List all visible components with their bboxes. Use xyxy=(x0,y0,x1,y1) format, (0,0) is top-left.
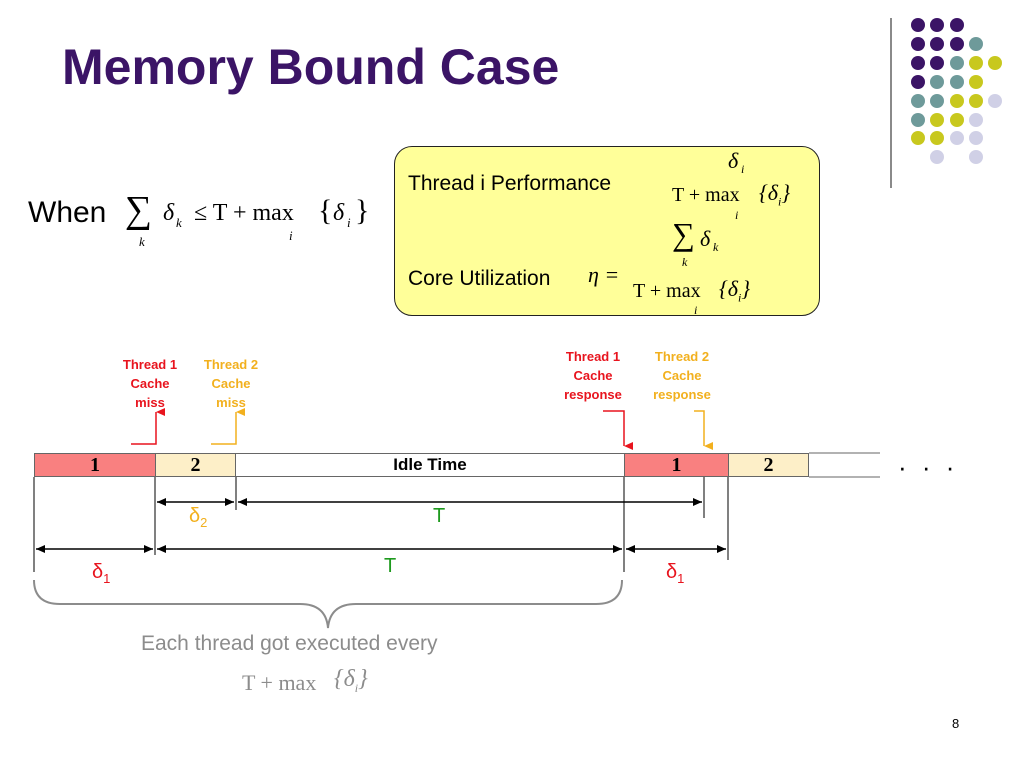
decor-dot xyxy=(930,37,944,51)
max-index: i xyxy=(289,228,293,243)
thread1-miss-arrow xyxy=(131,408,165,445)
decor-dot xyxy=(930,131,944,145)
period-formula-brace-term: {δi} xyxy=(334,666,368,695)
decor-dot xyxy=(930,150,944,164)
thread-performance-brace-term: {δi} xyxy=(759,180,791,209)
left-brace: { xyxy=(318,194,333,227)
delta-i-sub: i xyxy=(347,215,351,230)
page-number: 8 xyxy=(952,716,960,731)
decor-dot xyxy=(950,94,964,108)
thread-performance-numerator: δ xyxy=(728,148,739,173)
delta2-label: δ2 xyxy=(189,505,208,530)
right-brace: } xyxy=(355,194,370,227)
thread2-execution-segment: 2 xyxy=(155,453,236,477)
delta-k-sub: k xyxy=(176,215,182,230)
decor-dot xyxy=(930,56,944,70)
core-utilization-numerator-sub: k xyxy=(713,240,719,254)
decor-dot xyxy=(950,56,964,70)
decor-dot xyxy=(911,131,925,145)
core-utilization-denominator-index: i xyxy=(694,303,698,317)
delta1-left-label: δ1 xyxy=(92,561,111,586)
when-label: When xyxy=(28,196,107,229)
eta-symbol: η = xyxy=(588,262,620,287)
period-formula: T + max xyxy=(242,670,317,695)
decor-dot xyxy=(969,113,983,127)
decor-dot xyxy=(911,113,925,127)
thread2-cache-response-label: Thread 2 Cache response xyxy=(653,349,711,402)
decor-dot xyxy=(930,75,944,89)
decor-dot xyxy=(930,94,944,108)
thread2-miss-arrow xyxy=(211,408,245,445)
decor-dot xyxy=(911,37,925,51)
thread1-response-arrow xyxy=(603,410,633,450)
decor-dot xyxy=(950,18,964,32)
decor-dot xyxy=(969,56,983,70)
idle-time-segment: Idle Time xyxy=(235,453,625,477)
thread1-execution-segment-2: 1 xyxy=(624,453,729,477)
condition-rhs: ≤ T + max xyxy=(194,200,294,226)
thread1-cache-miss-label: Thread 1 Cache miss xyxy=(122,357,178,410)
core-utilization-sum: ∑ xyxy=(672,216,695,252)
decor-dot xyxy=(911,94,925,108)
t-upper-label: T xyxy=(433,505,446,527)
decor-dot xyxy=(911,56,925,70)
decorative-divider xyxy=(890,18,892,188)
core-utilization-sum-index: k xyxy=(682,255,688,269)
decor-dot xyxy=(950,37,964,51)
delta-k: δ xyxy=(163,200,175,226)
core-utilization-label: Core Utilization xyxy=(408,267,551,290)
decor-dot xyxy=(969,75,983,89)
decor-dot xyxy=(969,150,983,164)
thread-performance-denominator-index: i xyxy=(735,208,739,222)
decor-dot xyxy=(911,75,925,89)
delta-i: δ xyxy=(333,200,345,226)
decor-dot xyxy=(911,18,925,32)
decor-dot xyxy=(950,113,964,127)
decor-dot xyxy=(950,131,964,145)
sum-index: k xyxy=(139,234,145,249)
decor-dot xyxy=(969,37,983,51)
continuation-ellipsis: · · · xyxy=(898,452,959,482)
delta1-right-label: δ1 xyxy=(666,561,685,586)
decor-dot xyxy=(950,75,964,89)
core-utilization-numerator: δ xyxy=(700,226,711,251)
formula-box xyxy=(394,146,820,316)
thread-performance-denominator: T + max xyxy=(672,184,740,206)
thread-performance-label: Thread i Performance xyxy=(408,172,612,195)
slide-title: Memory Bound Case xyxy=(62,39,560,95)
thread1-execution-segment: 1 xyxy=(34,453,156,477)
decor-dot xyxy=(930,18,944,32)
core-utilization-brace-term: {δi} xyxy=(719,276,751,305)
period-curly-brace xyxy=(33,579,623,629)
thread2-response-arrow xyxy=(694,410,713,450)
decor-dot xyxy=(930,113,944,127)
decor-dot xyxy=(969,94,983,108)
sum-symbol: ∑ xyxy=(125,189,153,231)
decor-dot xyxy=(988,94,1002,108)
period-caption: Each thread got executed every xyxy=(141,632,438,655)
thread1-cache-response-label: Thread 1 Cache response xyxy=(564,349,622,402)
core-utilization-denominator: T + max xyxy=(633,280,701,302)
thread-performance-numerator-sub: i xyxy=(741,162,745,176)
decor-dot xyxy=(988,56,1002,70)
thread2-cache-miss-label: Thread 2 Cache miss xyxy=(203,357,259,410)
thread2-execution-segment-2: 2 xyxy=(728,453,809,477)
t-lower-label: T xyxy=(384,555,397,577)
decor-dot xyxy=(969,131,983,145)
